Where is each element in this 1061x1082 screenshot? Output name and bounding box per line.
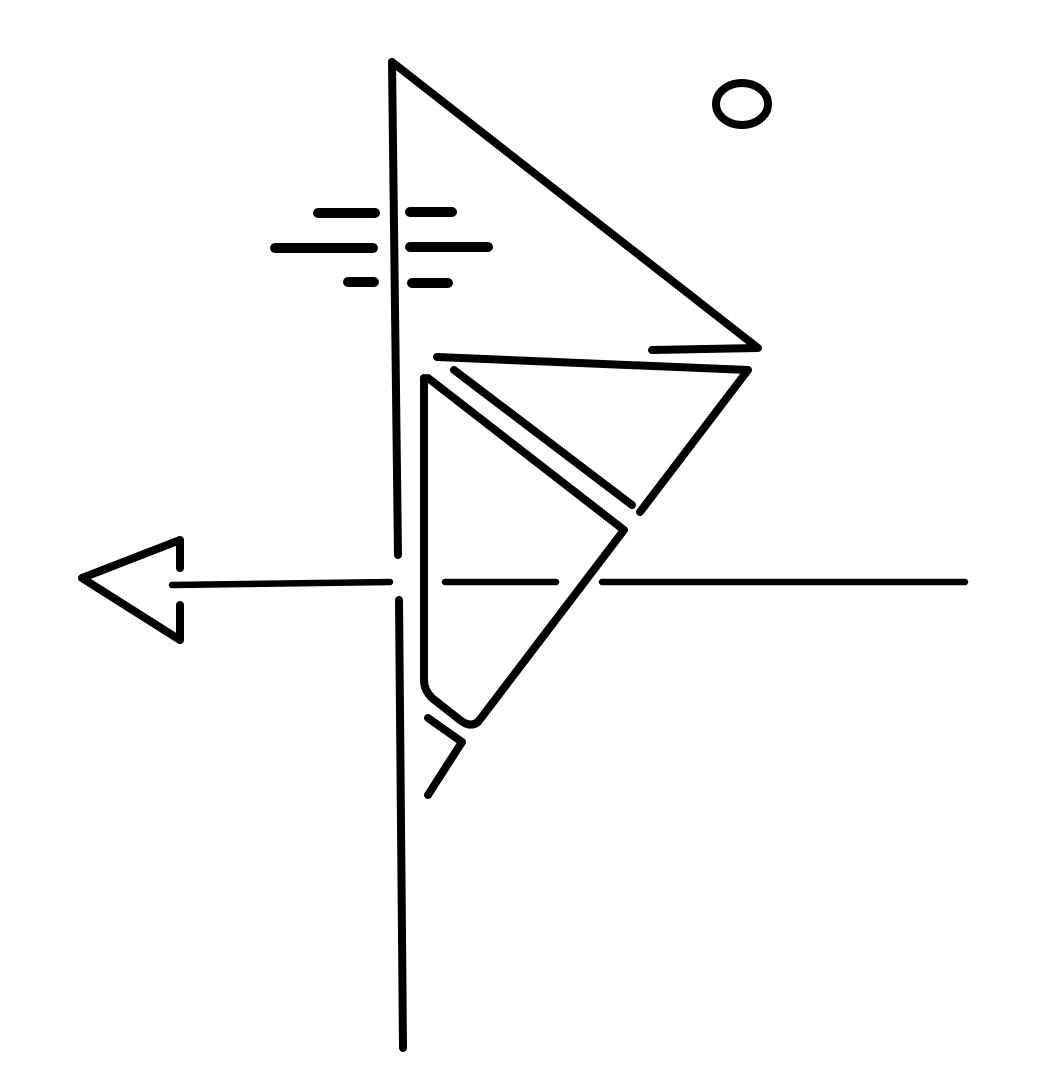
small-circle [712,79,772,129]
lower-nested-triangle [433,353,752,516]
inner-rounded-triangle [420,374,628,729]
left-arrowhead [78,536,184,644]
horizontal-dash-marks [270,207,493,288]
small-hook-mark [424,714,466,799]
vertical-axis-line [388,58,407,1052]
horizontal-axis-line [168,578,969,589]
large-upper-triangle [388,58,762,354]
